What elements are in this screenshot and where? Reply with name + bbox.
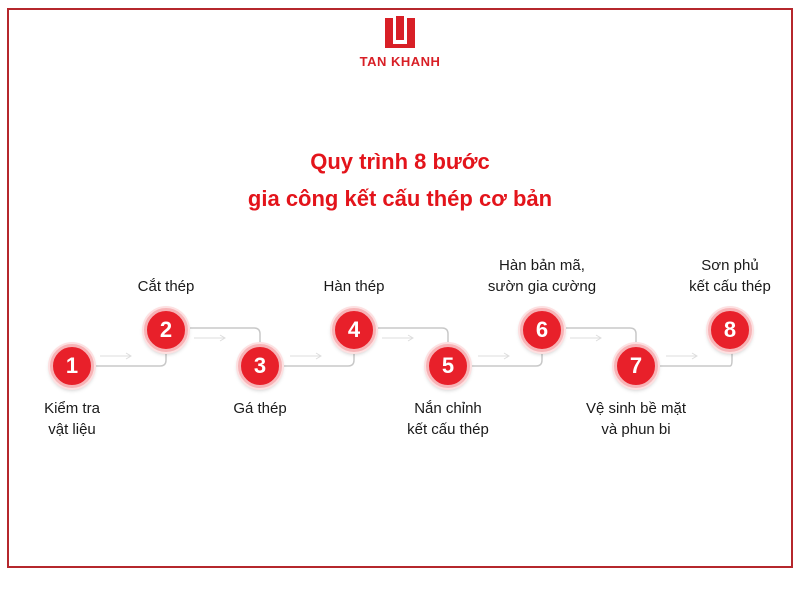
page-title: Quy trình 8 bước gia công kết cấu thép c…: [0, 143, 800, 217]
step-8-label: Sơn phủ kết cấu thép: [689, 257, 771, 295]
step-5-circle: 5: [426, 344, 470, 388]
step-2-circle: 2: [144, 308, 188, 352]
step-4-circle: 4: [332, 308, 376, 352]
brand-logo: TAN KHANH: [340, 16, 460, 72]
connector-5-6: [472, 352, 543, 367]
step-8-circle: 8: [708, 308, 752, 352]
step-6-label: Hàn bản mã, sườn gia cường: [487, 257, 597, 295]
connector-arrow-3-4: [290, 352, 322, 360]
connector-arrow-1-2: [100, 352, 132, 360]
step-7-label: Vệ sinh bề mặt và phun bi: [585, 400, 687, 438]
step-4-label: Hàn thép: [323, 278, 385, 295]
step-1-circle: 1: [50, 344, 94, 388]
connector-6-7: [566, 327, 637, 342]
connector-2-3: [190, 327, 261, 342]
connector-4-5: [378, 327, 449, 342]
connector-arrow-2-3: [194, 334, 226, 342]
step-7-circle: 7: [614, 344, 658, 388]
connector-3-4: [284, 352, 355, 367]
step-5-label: Nắn chỉnh kết cấu thép: [407, 400, 489, 438]
brand-logo-icon: [385, 16, 415, 48]
brand-name: TAN KHANH: [359, 54, 441, 69]
connector-arrow-4-5: [382, 334, 414, 342]
connector-arrow-6-7: [570, 334, 602, 342]
title-line-1: Quy trình 8 bước: [310, 149, 490, 174]
step-6-circle: 6: [520, 308, 564, 352]
title-line-2: gia công kết cấu thép cơ bản: [247, 186, 553, 211]
connector-arrow-7-8: [666, 352, 698, 360]
step-1-label: Kiểm tra vật liệu: [44, 400, 100, 438]
connector-arrow-5-6: [478, 352, 510, 360]
connector-1-2: [96, 352, 167, 367]
step-3-label: Gá thép: [233, 400, 287, 417]
step-3-circle: 3: [238, 344, 282, 388]
step-2-label: Cắt thép: [137, 278, 195, 295]
connector-7-8: [660, 352, 733, 367]
page-frame: [7, 8, 793, 568]
